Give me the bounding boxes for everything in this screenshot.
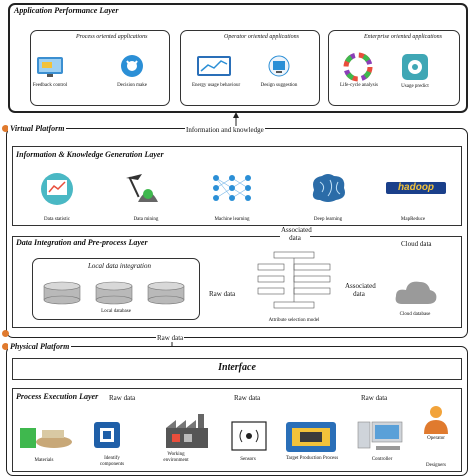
attribute-model-flowchart-icon (257, 251, 331, 309)
identify-components-icon (94, 422, 120, 448)
process-layer-title: Process Execution Layer (16, 392, 99, 401)
identify-components-label: Identify components (99, 456, 125, 467)
mapreduce-label: MapReduce (400, 217, 426, 222)
attribute-selection-label: Attribute selection model (268, 318, 320, 323)
virtual-platform-marker (2, 125, 9, 132)
raw-data-physical-label: Raw data (156, 334, 185, 342)
interface-title: Interface (218, 362, 256, 373)
integration-layer-title: Data Integration and Pre-process Layer (16, 238, 148, 247)
raw-data-process-label-3: Raw data (360, 394, 389, 402)
cloud-data-label: Cloud data (400, 240, 433, 248)
deep-learning-brain-icon (312, 174, 345, 202)
local-database-label: Local database (101, 309, 131, 314)
data-statistic-icon (41, 173, 73, 205)
interface-bar (12, 358, 462, 380)
operator-person-icon (424, 406, 448, 434)
controller-computer-icon (357, 421, 403, 450)
associated-data-label-top: Associated data (280, 226, 312, 242)
physical-platform-marker (2, 343, 9, 350)
info-knowledge-layer-title: Information & Knowledge Generation Layer (16, 150, 164, 159)
decision-make-label: Decision make (117, 83, 147, 88)
sensors-label: Sensors (240, 457, 256, 462)
cloud-database-icon (395, 281, 437, 304)
virtual-platform-title: Virtual Platform (8, 124, 67, 133)
application-layer-title: Application Performance Layer (14, 6, 119, 15)
designers-label: Designers (426, 463, 446, 468)
life-cycle-label: Life-cycle analysis (340, 83, 378, 88)
design-suggestion-label: Design suggestion (260, 83, 298, 88)
working-environment-label: Working environment (163, 452, 189, 463)
materials-label: Materials (34, 458, 54, 463)
decision-gear-icon (121, 55, 143, 77)
energy-usage-label: Energy usage behaviour (192, 83, 241, 88)
feedback-control-label: Feedback control (32, 83, 68, 88)
raw-data-process-label-1: Raw data (108, 394, 137, 402)
local-database-icon (43, 281, 185, 305)
virtual-platform-bottom-marker (2, 330, 9, 337)
operator-oriented-title: Operator oriented applications (224, 34, 299, 40)
process-oriented-title: Process oriented applications (76, 34, 148, 40)
deep-learning-label: Deep learning (313, 217, 343, 222)
materials-icon (20, 428, 72, 448)
design-suggestion-icon (268, 55, 290, 77)
raw-data-local-label: Raw data (208, 290, 237, 298)
enterprise-oriented-box (328, 30, 460, 106)
machine-learning-icon (213, 175, 251, 201)
information-knowledge-label: Information and knowledge (185, 126, 265, 134)
usage-predict-icon (402, 54, 428, 80)
associated-data-label-mid: Associated data (344, 282, 376, 298)
machine-learning-label: Machine learning (214, 217, 250, 222)
hadoop-logo: hadoop (386, 182, 446, 194)
working-environment-factory-icon (166, 414, 208, 448)
operator-label: Operator (427, 436, 445, 441)
energy-chart-icon (197, 56, 231, 76)
usage-predict-label: Usage predict (401, 84, 429, 89)
sensors-icon (231, 421, 267, 451)
target-production-icon (286, 422, 336, 452)
data-mining-label: Data mining (133, 217, 159, 222)
feedback-monitor-icon (37, 57, 63, 77)
controller-label: Controller (371, 457, 393, 462)
data-mining-icon (126, 174, 158, 202)
local-integration-title: Local data integration (88, 262, 151, 270)
cloud-database-label: Cloud database (399, 312, 431, 317)
data-statistic-label: Data statistic (44, 217, 70, 222)
enterprise-oriented-title: Enterprise oriented applications (364, 34, 442, 40)
life-cycle-icon (343, 52, 373, 82)
target-production-label: Target Production Process (285, 456, 339, 461)
raw-data-process-label-2: Raw data (233, 394, 262, 402)
physical-platform-title: Physical Platform (8, 342, 72, 351)
